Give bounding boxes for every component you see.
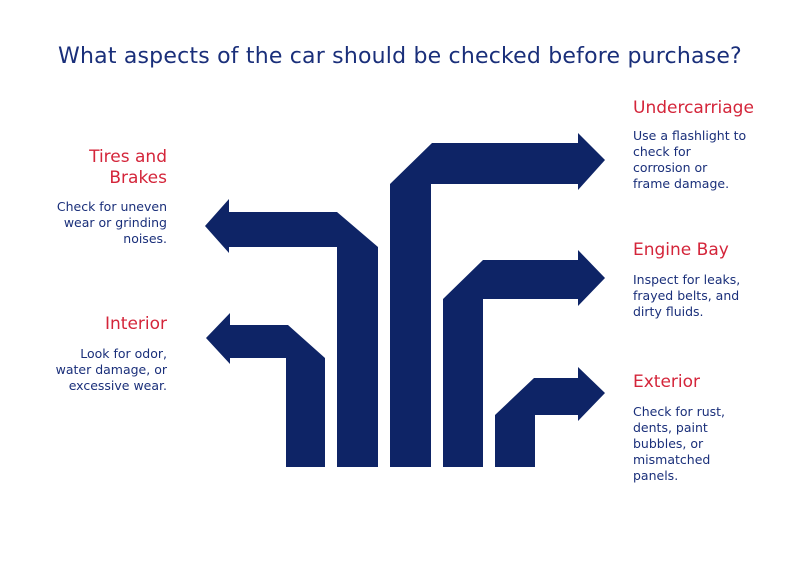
arrow-undercarriage — [390, 133, 605, 467]
heading-interior: Interior — [105, 314, 167, 335]
bar-undercarriage — [390, 184, 431, 467]
bar-exterior — [495, 415, 535, 467]
desc-undercarriage-line: check for — [633, 144, 691, 159]
desc-undercarriage: Use a flashlight to check for corrosion … — [633, 128, 746, 192]
arrow-engine-bay-head — [443, 250, 605, 306]
desc-interior-line: excessive wear. — [68, 378, 167, 393]
desc-exterior: Check for rust, dents, paint bubbles, or… — [633, 404, 725, 484]
desc-interior: Look for odor, water damage, or excessiv… — [56, 346, 167, 394]
desc-undercarriage-line: Use a flashlight to — [633, 128, 747, 143]
desc-engine-bay-line: frayed belts, and — [633, 288, 740, 303]
heading-tires-brakes-line: Brakes — [109, 168, 167, 188]
heading-exterior: Exterior — [633, 372, 700, 393]
arrow-interior — [206, 313, 325, 467]
desc-interior-line: Look for odor, — [80, 346, 167, 361]
arrow-interior-head — [206, 313, 325, 364]
bar-interior — [286, 358, 325, 467]
desc-engine-bay-line: Inspect for leaks, — [633, 272, 741, 287]
desc-exterior-line: bubbles, or — [633, 436, 704, 451]
desc-tires-brakes: Check for uneven wear or grinding noises… — [57, 199, 167, 247]
heading-engine-bay: Engine Bay — [633, 240, 729, 261]
desc-exterior-line: mismatched — [633, 452, 711, 467]
arrow-tires-brakes-head — [205, 199, 378, 253]
bar-engine-bay — [443, 299, 483, 467]
desc-engine-bay: Inspect for leaks, frayed belts, and dir… — [633, 272, 740, 320]
heading-exterior-line: Exterior — [633, 372, 701, 392]
desc-tires-brakes-line: wear or grinding — [63, 215, 167, 230]
heading-tires-brakes: Tires and Brakes — [89, 147, 167, 189]
desc-undercarriage-line: frame damage. — [633, 176, 730, 191]
arrow-exterior-head — [495, 367, 605, 421]
heading-interior-line: Interior — [104, 314, 167, 334]
heading-tires-brakes-line: Tires and — [89, 147, 167, 167]
arrow-undercarriage-head — [390, 133, 605, 190]
heading-undercarriage-line: Undercarriage — [633, 98, 754, 118]
desc-tires-brakes-line: Check for uneven — [56, 199, 167, 214]
desc-tires-brakes-line: noises. — [123, 231, 167, 246]
page-title: What aspects of the car should be checke… — [58, 44, 742, 69]
desc-engine-bay-line: dirty fluids. — [633, 304, 704, 319]
desc-exterior-line: Check for rust, — [633, 404, 726, 419]
desc-exterior-line: dents, paint — [633, 420, 708, 435]
bar-tires-brakes — [337, 247, 378, 467]
arrow-tires-brakes — [205, 199, 378, 467]
heading-engine-bay-line: Engine Bay — [633, 240, 729, 260]
arrow-engine-bay — [443, 250, 605, 467]
heading-undercarriage: Undercarriage — [633, 98, 754, 119]
desc-exterior-line: panels. — [633, 468, 679, 483]
desc-undercarriage-line: corrosion or — [633, 160, 708, 175]
desc-interior-line: water damage, or — [55, 362, 167, 377]
arrow-exterior — [495, 367, 605, 467]
